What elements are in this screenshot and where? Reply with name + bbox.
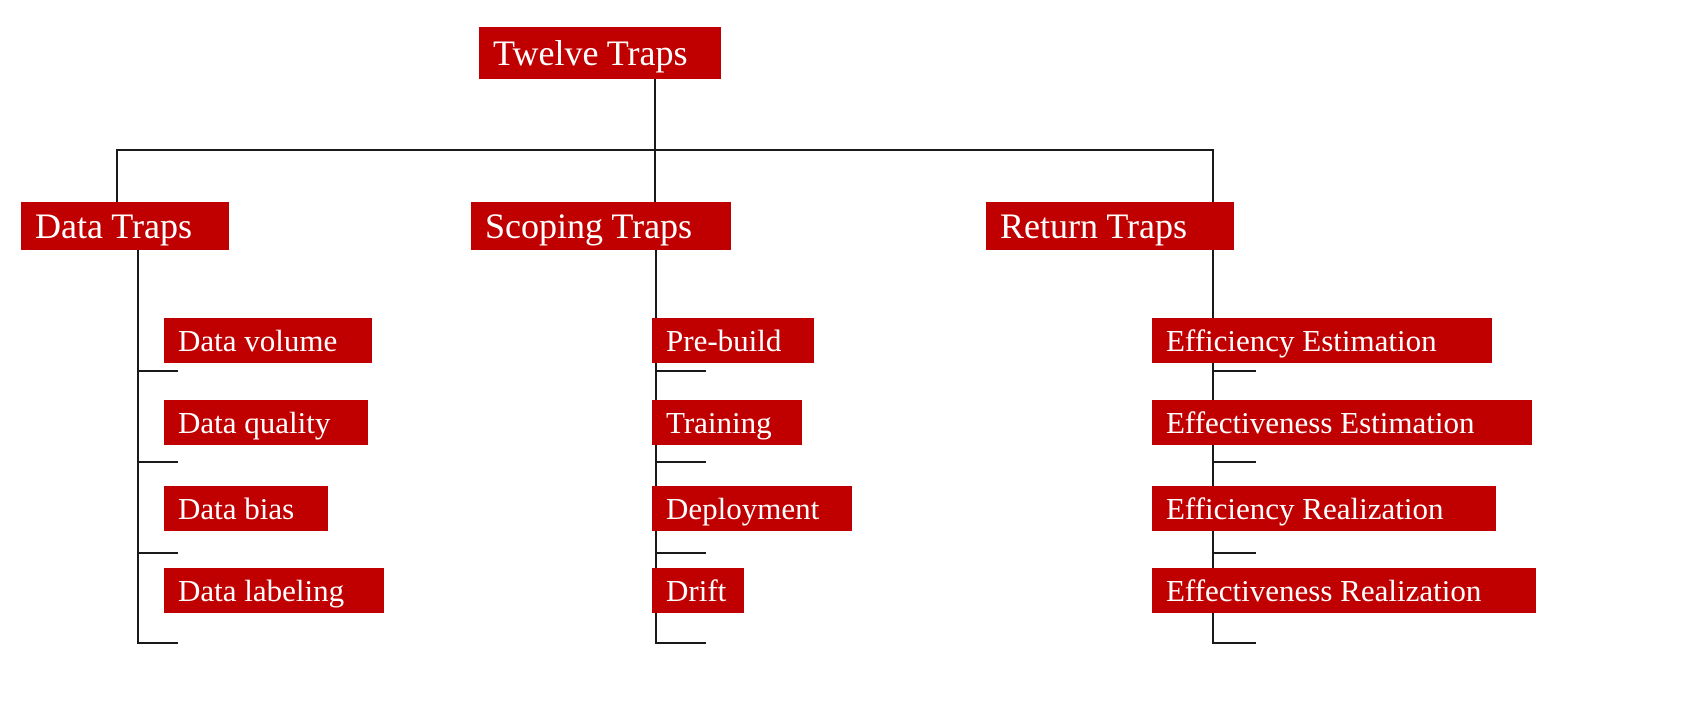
node-leaf-drift[interactable]: Drift [652,568,744,613]
node-branch-data-traps[interactable]: Data Traps [21,202,229,250]
edge-stub-2-3 [655,552,706,554]
node-leaf-data-labeling[interactable]: Data labeling [164,568,384,613]
edge-stub-1-2 [137,461,178,463]
node-leaf-data-bias[interactable]: Data bias [164,486,328,531]
edge-bus-horizontal [116,149,1214,151]
node-branch-return-traps[interactable]: Return Traps [986,202,1234,250]
edge-root-stem [654,79,656,151]
edge-stub-2-4 [655,642,706,644]
edge-drop-branch-1 [116,149,118,202]
edge-stub-1-3 [137,552,178,554]
edge-stub-1-4 [137,642,178,644]
node-branch-scoping-traps[interactable]: Scoping Traps [471,202,731,250]
edge-drop-branch-3 [1212,149,1214,202]
node-leaf-training[interactable]: Training [652,400,802,445]
edge-spine-branch-1 [137,250,139,644]
edge-spine-branch-2 [655,250,657,644]
edge-stub-3-1 [1212,370,1256,372]
edge-drop-branch-2 [654,149,656,202]
node-leaf-data-volume[interactable]: Data volume [164,318,372,363]
node-leaf-efficiency-estimation[interactable]: Efficiency Estimation [1152,318,1492,363]
edge-stub-3-3 [1212,552,1256,554]
node-leaf-efficiency-realization[interactable]: Efficiency Realization [1152,486,1496,531]
node-root-twelve-traps[interactable]: Twelve Traps [479,27,721,79]
edge-stub-2-2 [655,461,706,463]
edge-stub-1-1 [137,370,178,372]
edge-spine-branch-3 [1212,250,1214,644]
node-leaf-pre-build[interactable]: Pre-build [652,318,814,363]
node-leaf-data-quality[interactable]: Data quality [164,400,368,445]
node-leaf-effectiveness-realization[interactable]: Effectiveness Realization [1152,568,1536,613]
edge-stub-3-4 [1212,642,1256,644]
node-leaf-effectiveness-estimation[interactable]: Effectiveness Estimation [1152,400,1532,445]
edge-stub-3-2 [1212,461,1256,463]
node-leaf-deployment[interactable]: Deployment [652,486,852,531]
edge-stub-2-1 [655,370,706,372]
